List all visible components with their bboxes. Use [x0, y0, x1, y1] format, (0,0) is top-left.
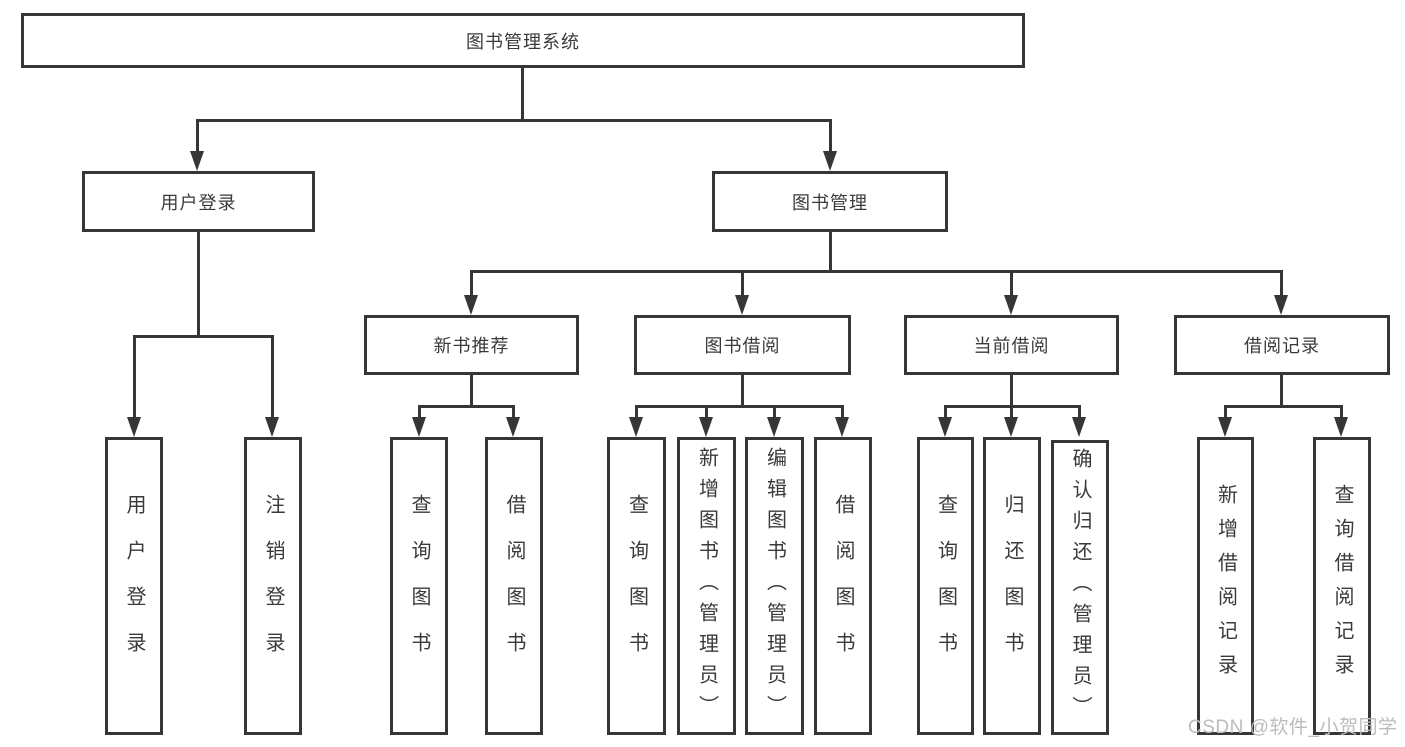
leaf-label: 借阅图书 — [503, 494, 525, 678]
leaf-query-books-borrowing: 查询图书 — [607, 437, 666, 735]
connector-line — [829, 119, 832, 152]
leaf-label: 确认归还（管理员） — [1069, 448, 1091, 727]
node-borrowing-records: 借阅记录 — [1174, 315, 1390, 375]
connector-line — [512, 405, 515, 419]
connector-line — [1010, 405, 1013, 419]
leaf-logout: 注销登录 — [244, 437, 302, 735]
arrowhead-down-icon — [1274, 295, 1288, 315]
connector-line — [271, 335, 274, 418]
leaf-label: 查询图书 — [625, 494, 648, 678]
connector-line — [1280, 270, 1283, 297]
node-label: 用户登录 — [160, 192, 237, 213]
connector-line — [841, 405, 844, 419]
node-label: 图书管理系统 — [466, 31, 580, 52]
arrowhead-down-icon — [506, 417, 520, 437]
arrowhead-down-icon — [1218, 417, 1232, 437]
connector-line — [521, 68, 524, 121]
leaf-return-books: 归还图书 — [983, 437, 1041, 735]
arrowhead-down-icon — [1072, 417, 1086, 437]
leaf-label: 查询图书 — [408, 494, 430, 678]
arrowhead-down-icon — [629, 417, 643, 437]
arrowhead-down-icon — [412, 417, 426, 437]
connector-line — [773, 405, 776, 419]
leaf-borrow-books: 借阅图书 — [814, 437, 872, 735]
leaf-edit-book-admin: 编辑图书（管理员） — [745, 437, 804, 735]
connector-line — [418, 405, 515, 408]
leaf-label: 新增图书（管理员） — [695, 446, 718, 726]
connector-line — [1224, 405, 1342, 408]
leaf-query-borrow-record: 查询借阅记录 — [1313, 437, 1371, 735]
connector-line — [418, 405, 421, 419]
node-current-borrowing: 当前借阅 — [904, 315, 1119, 375]
connector-line — [741, 270, 744, 297]
node-library-management-system: 图书管理系统 — [21, 13, 1025, 68]
connector-line — [705, 405, 708, 419]
connector-line — [944, 405, 947, 419]
arrowhead-down-icon — [127, 417, 141, 437]
leaf-label: 归还图书 — [1001, 494, 1023, 678]
leaf-label: 用户登录 — [123, 494, 145, 678]
leaf-query-books-current: 查询图书 — [917, 437, 974, 735]
arrowhead-down-icon — [1334, 417, 1348, 437]
leaf-label: 查询图书 — [934, 494, 957, 678]
leaf-confirm-return-admin: 确认归还（管理员） — [1051, 440, 1109, 735]
arrowhead-down-icon — [190, 151, 204, 171]
leaf-add-borrow-record: 新增借阅记录 — [1197, 437, 1254, 735]
connector-line — [1078, 405, 1081, 419]
node-new-book-recommend: 新书推荐 — [364, 315, 579, 375]
leaf-user-login: 用户登录 — [105, 437, 163, 735]
node-book-borrowing: 图书借阅 — [634, 315, 851, 375]
arrowhead-down-icon — [699, 417, 713, 437]
node-label: 图书管理 — [792, 192, 868, 213]
arrowhead-down-icon — [735, 295, 749, 315]
connector-line — [133, 335, 136, 418]
connector-line — [196, 119, 832, 122]
connector-line — [470, 270, 473, 297]
node-book-management: 图书管理 — [712, 171, 948, 232]
leaf-label: 编辑图书（管理员） — [763, 446, 786, 726]
arrowhead-down-icon — [1004, 295, 1018, 315]
node-user-login: 用户登录 — [82, 171, 315, 232]
node-label: 当前借阅 — [973, 336, 1050, 356]
connector-line — [1280, 375, 1283, 406]
leaf-label: 查询借阅记录 — [1331, 484, 1353, 688]
arrowhead-down-icon — [265, 417, 279, 437]
node-label: 图书借阅 — [704, 336, 781, 356]
arrowhead-down-icon — [464, 295, 478, 315]
leaf-add-book-admin: 新增图书（管理员） — [677, 437, 736, 735]
node-label: 借阅记录 — [1244, 336, 1320, 356]
connector-line — [470, 270, 1283, 273]
connector-line — [133, 335, 274, 338]
leaf-label: 借阅图书 — [832, 494, 854, 678]
connector-line — [197, 232, 200, 337]
connector-line — [1010, 375, 1013, 406]
leaf-query-books-recommend: 查询图书 — [390, 437, 448, 735]
connector-line — [196, 119, 199, 152]
connector-line — [635, 405, 638, 419]
connector-line — [470, 375, 473, 406]
arrowhead-down-icon — [767, 417, 781, 437]
arrowhead-down-icon — [835, 417, 849, 437]
arrowhead-down-icon — [938, 417, 952, 437]
leaf-borrow-books-recommend: 借阅图书 — [485, 437, 543, 735]
arrowhead-down-icon — [823, 151, 837, 171]
node-label: 新书推荐 — [433, 336, 510, 356]
connector-line — [635, 405, 843, 408]
leaf-label: 新增借阅记录 — [1214, 484, 1237, 688]
connector-line — [1340, 405, 1343, 419]
csdn-watermark: CSDN @软件_小贺同学 — [1188, 717, 1398, 738]
leaf-label: 注销登录 — [262, 494, 284, 678]
connector-line — [741, 375, 744, 406]
connector-line — [1010, 270, 1013, 297]
arrowhead-down-icon — [1004, 417, 1018, 437]
connector-line — [1224, 405, 1227, 419]
connector-line — [829, 232, 832, 272]
